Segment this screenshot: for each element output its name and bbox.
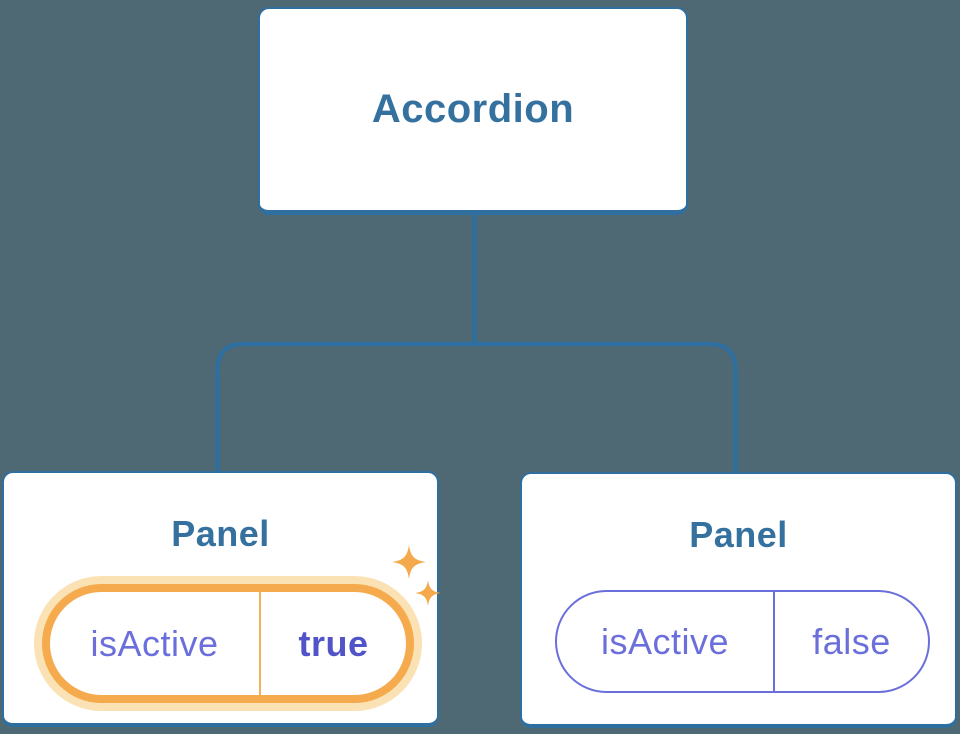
state-value-label: true <box>298 622 369 664</box>
state-pill-inactive: isActive false <box>555 590 930 693</box>
panel-node-inactive: Panel isActive false <box>520 472 957 728</box>
state-name-label: isActive <box>90 622 219 664</box>
panel-node-label: Panel <box>689 514 788 555</box>
sparkles-icon <box>392 545 441 606</box>
state-value-label: false <box>812 620 891 662</box>
pill-divider <box>259 592 261 695</box>
panel-node-active: Panel isActive true <box>2 471 441 727</box>
accordion-node: Accordion <box>258 7 688 215</box>
accordion-node-label: Accordion <box>371 87 575 131</box>
pill-divider <box>773 592 775 691</box>
panel-node-label: Panel <box>171 513 270 554</box>
state-pill-active: isActive true <box>42 584 414 703</box>
state-name-label: isActive <box>600 620 730 662</box>
